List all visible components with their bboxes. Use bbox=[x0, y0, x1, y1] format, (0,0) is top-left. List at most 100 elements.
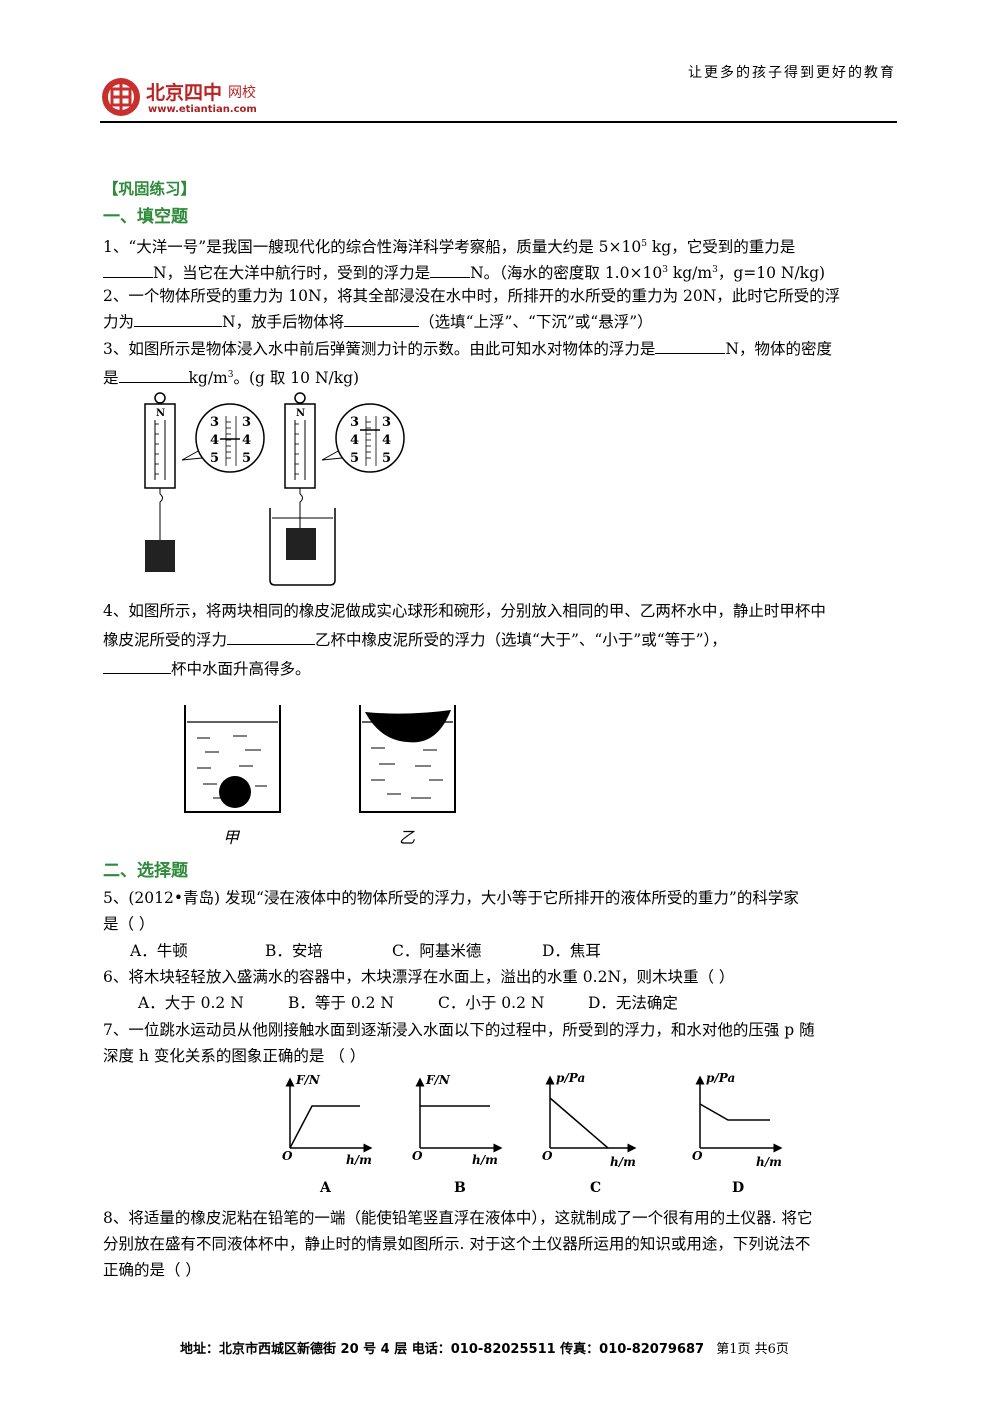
svg-text:4: 4 bbox=[382, 433, 391, 448]
header-divider bbox=[100, 121, 897, 123]
svg-text:F/N: F/N bbox=[295, 1073, 321, 1087]
svg-text:3: 3 bbox=[350, 415, 359, 430]
svg-text:O: O bbox=[412, 1149, 423, 1163]
q1-sup: 5 bbox=[641, 239, 647, 249]
svg-text:3: 3 bbox=[242, 415, 251, 430]
q5-line1: 5、(2012•青岛) 发现“浸在液体中的物体所受的浮力，大小等于它所排开的液体… bbox=[103, 889, 799, 907]
q6-option-b[interactable]: B．等于 0.2 N bbox=[288, 994, 394, 1012]
zoom-bubble-1: 3 4 5 3 4 5 bbox=[181, 403, 265, 473]
slogan: 让更多的孩子得到更好的教育 bbox=[688, 65, 896, 81]
graph-d[interactable]: p/Pa h/m O D bbox=[692, 1071, 783, 1196]
graph-c[interactable]: p/Pa h/m O C bbox=[542, 1071, 637, 1196]
q7-graphs: F/N h/m O A F/N h/m O B p/Pa h/m O C p/P… bbox=[282, 1071, 783, 1196]
svg-text:3: 3 bbox=[210, 415, 219, 430]
q4-line2: 橡皮泥所受的浮力乙杯中橡皮泥所受的浮力（选填“大于”、“小于”或“等于”）， bbox=[103, 627, 727, 653]
q3-text-b: N，物体的密度 bbox=[725, 340, 832, 358]
q3-text-d: kg/m bbox=[188, 369, 228, 388]
q1-line1: 1、“大洋一号”是我国一艘现代化的综合性海洋科学考察船，质量大约是 5×105 … bbox=[103, 231, 795, 260]
logo-emblem-icon bbox=[102, 78, 140, 116]
graph-a[interactable]: F/N h/m O A bbox=[282, 1073, 373, 1196]
q2-line2: 力为 N，放手后物体将 （选填“上浮”、“下沉”或“悬浮”） bbox=[103, 309, 653, 335]
q2-text-b: N，放手后物体将 bbox=[222, 313, 345, 331]
logo-name: 北京四中 bbox=[146, 82, 223, 104]
svg-text:p/Pa: p/Pa bbox=[556, 1071, 585, 1085]
q5-option-a[interactable]: A．牛顿 bbox=[130, 942, 188, 960]
scale1-letter: N bbox=[156, 408, 165, 419]
q3-line1: 3、如图所示是物体浸入水中前后弹簧测力计的示数。由此可知水对物体的浮力是 N，物体… bbox=[103, 336, 832, 362]
q3-text-e: 。(g 取 10 N/kg) bbox=[233, 369, 360, 388]
q3-blank-1[interactable] bbox=[655, 339, 726, 354]
q6-options: A．大于 0.2 N B．等于 0.2 N C．小于 0.2 N D．无法确定 bbox=[138, 990, 678, 1016]
svg-text:O: O bbox=[692, 1149, 703, 1163]
graph-b[interactable]: F/N h/m O B bbox=[412, 1073, 503, 1196]
q1-text-b: kg，它受到的重力是 bbox=[646, 238, 796, 257]
q4-text-a: 橡皮泥所受的浮力 bbox=[103, 631, 228, 649]
q1-text-d: N。（海水的密度取 1.0×10 bbox=[470, 264, 663, 283]
footer: 地址：北京市西城区新德街 20 号 4 层 电话：010-82025511 传真… bbox=[180, 1338, 789, 1357]
svg-text:5: 5 bbox=[382, 451, 391, 466]
svg-text:p/Pa: p/Pa bbox=[706, 1071, 735, 1085]
svg-text:4: 4 bbox=[210, 433, 219, 448]
q6-option-c[interactable]: C．小于 0.2 N bbox=[438, 994, 545, 1012]
cup-yi: 乙 bbox=[359, 705, 456, 847]
svg-text:h/m: h/m bbox=[610, 1155, 636, 1169]
q1-blank-1[interactable] bbox=[103, 263, 153, 279]
q6-line1: 6、将木块轻轻放入盛满水的容器中，木块漂浮在水面上，溢出的水重 0.2N，则木块… bbox=[103, 968, 735, 986]
q4-line3: 杯中水面升高得多。 bbox=[103, 656, 311, 682]
q8-line2: 分别放在盛有不同液体杯中，静止时的情景如图所示. 对于这个土仪器所运用的知识或用… bbox=[103, 1235, 811, 1253]
q6-option-d[interactable]: D．无法确定 bbox=[588, 994, 678, 1012]
q2-blank-1[interactable] bbox=[134, 312, 223, 327]
q5-line2: 是（ ） bbox=[103, 915, 155, 933]
q1-sup3: 3 bbox=[712, 265, 718, 275]
cups-figure: 甲 乙 bbox=[184, 705, 456, 847]
q4-text-c: 杯中水面升高得多。 bbox=[171, 660, 311, 678]
q3-blank-2[interactable] bbox=[118, 368, 189, 384]
q5-option-c[interactable]: C．阿基米德 bbox=[392, 942, 482, 960]
svg-text:O: O bbox=[282, 1149, 293, 1163]
zoom-bubble-2: 3 4 5 3 4 5 bbox=[321, 403, 405, 473]
logo[interactable]: 北京四中 网校 www.etiantian.com bbox=[100, 72, 300, 120]
footer-address: 地址：北京市西城区新德街 20 号 4 层 电话：010-82025511 传真… bbox=[180, 1342, 705, 1357]
q1-text-e: kg/m bbox=[667, 264, 713, 283]
q2-text-a: 力为 bbox=[103, 313, 135, 331]
section-tag: 【巩固练习】 bbox=[103, 180, 197, 198]
q8-line1: 8、将适量的橡皮泥粘在铅笔的一端（能使铅笔竖直浮在液体中），这就制成了一个很有用… bbox=[103, 1209, 813, 1227]
q5-option-b[interactable]: B．安培 bbox=[265, 942, 323, 960]
svg-text:5: 5 bbox=[210, 451, 219, 466]
spring-scale-figure: N 3 4 5 3 4 5 N bbox=[144, 392, 405, 586]
spring-scale-1: N bbox=[144, 392, 176, 572]
logo-suffix: 网校 bbox=[228, 85, 256, 101]
q4-blank-1[interactable] bbox=[227, 630, 316, 645]
q2-text-c: （选填“上浮”、“下沉”或“悬浮”） bbox=[419, 313, 653, 331]
section-fill-title: 一、填空题 bbox=[103, 207, 188, 227]
q1-text-f: ，g=10 N/kg) bbox=[717, 264, 826, 283]
svg-text:3: 3 bbox=[382, 415, 391, 430]
q1-text-a: 1、“大洋一号”是我国一艘现代化的综合性海洋科学考察船，质量大约是 5×10 bbox=[103, 238, 642, 257]
spring-scale-2: N bbox=[269, 392, 336, 586]
svg-text:5: 5 bbox=[242, 451, 251, 466]
svg-text:5: 5 bbox=[350, 451, 359, 466]
logo-url: www.etiantian.com bbox=[148, 104, 257, 115]
cup-yi-label: 乙 bbox=[399, 828, 415, 847]
scale2-letter: N bbox=[296, 408, 305, 419]
q3-sup: 3 bbox=[227, 370, 234, 380]
q4-line1: 4、如图所示，将两块相同的橡皮泥做成实心球形和碗形，分别放入相同的甲、乙两杯水中… bbox=[103, 602, 826, 620]
svg-text:O: O bbox=[542, 1149, 553, 1163]
svg-text:4: 4 bbox=[350, 433, 359, 448]
section-choice-title: 二、选择题 bbox=[103, 861, 188, 881]
q6-option-a[interactable]: A．大于 0.2 N bbox=[138, 994, 244, 1012]
q4-blank-2[interactable] bbox=[103, 659, 171, 674]
q3-line2: 是 kg/m3。(g 取 10 N/kg) bbox=[103, 362, 359, 391]
q5-options: A．牛顿 B．安培 C．阿基米德 D．焦耳 bbox=[130, 938, 601, 964]
svg-text:F/N: F/N bbox=[425, 1073, 451, 1087]
svg-text:h/m: h/m bbox=[756, 1155, 782, 1169]
q5-option-d[interactable]: D．焦耳 bbox=[542, 942, 601, 960]
svg-text:4: 4 bbox=[242, 433, 251, 448]
q1-blank-2[interactable] bbox=[430, 263, 471, 279]
q3-text-a: 3、如图所示是物体浸入水中前后弹簧测力计的示数。由此可知水对物体的浮力是 bbox=[103, 340, 656, 358]
q3-text-c: 是 bbox=[103, 369, 119, 388]
svg-text:C: C bbox=[590, 1180, 601, 1196]
footer-page: 第1页 共6页 bbox=[716, 1342, 789, 1357]
q2-blank-2[interactable] bbox=[344, 312, 420, 327]
svg-text:h/m: h/m bbox=[472, 1153, 498, 1167]
